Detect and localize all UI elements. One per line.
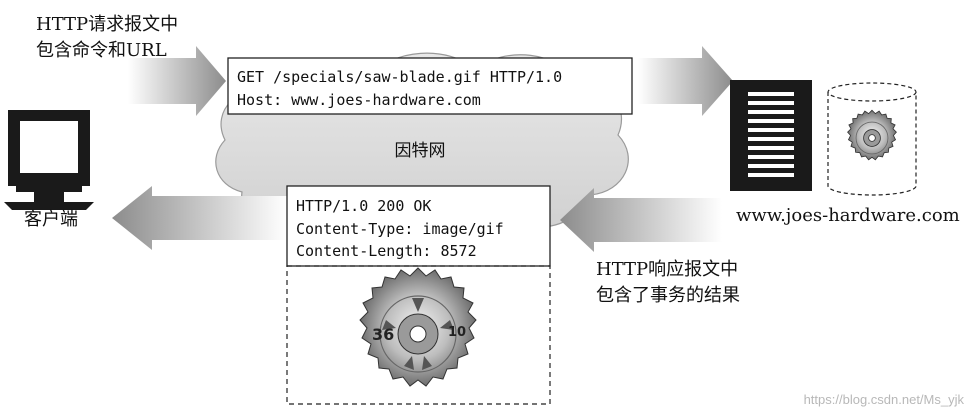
response-status-line: HTTP/1.0 200 OK (296, 197, 431, 215)
response-body-frame (286, 265, 551, 405)
saw-blade-number-right: 10 (448, 325, 466, 340)
request-message-box: GET /specials/saw-blade.gif HTTP/1.0 Hos… (227, 57, 633, 115)
stored-saw-blade-image (847, 109, 897, 161)
server-storage-icon (827, 82, 917, 196)
response-content-length: Content-Length: 8572 (296, 242, 477, 260)
client-label: 客户端 (24, 209, 78, 230)
response-message-box: HTTP/1.0 200 OK Content-Type: image/gif … (286, 185, 551, 267)
response-note: HTTP响应报文中 包含了事务的结果 (596, 259, 740, 306)
response-arrow-right (560, 188, 722, 252)
server-label: www.joes-hardware.com (736, 205, 960, 226)
request-line: GET /specials/saw-blade.gif HTTP/1.0 (237, 68, 562, 86)
request-host-header: Host: www.joes-hardware.com (237, 91, 481, 109)
client-computer-icon (4, 110, 94, 210)
watermark: https://blog.csdn.net/Ms_yjk (804, 392, 965, 407)
request-note-line-2: 包含命令和URL (36, 40, 167, 61)
response-note-line-2: 包含了事务的结果 (596, 285, 740, 306)
saw-blade-image: 36 10 (359, 267, 477, 387)
request-arrow-left (128, 46, 226, 116)
saw-blade-number-left: 36 (372, 325, 394, 344)
server-icon (730, 80, 812, 191)
response-arrow-left (112, 186, 287, 250)
request-arrow-right (638, 46, 733, 116)
response-content-type: Content-Type: image/gif (296, 220, 504, 238)
request-note-line-1: HTTP请求报文中 (36, 14, 178, 35)
response-note-line-1: HTTP响应报文中 (596, 259, 738, 280)
cloud-label: 因特网 (395, 141, 446, 161)
request-note: HTTP请求报文中 包含命令和URL (36, 14, 178, 61)
